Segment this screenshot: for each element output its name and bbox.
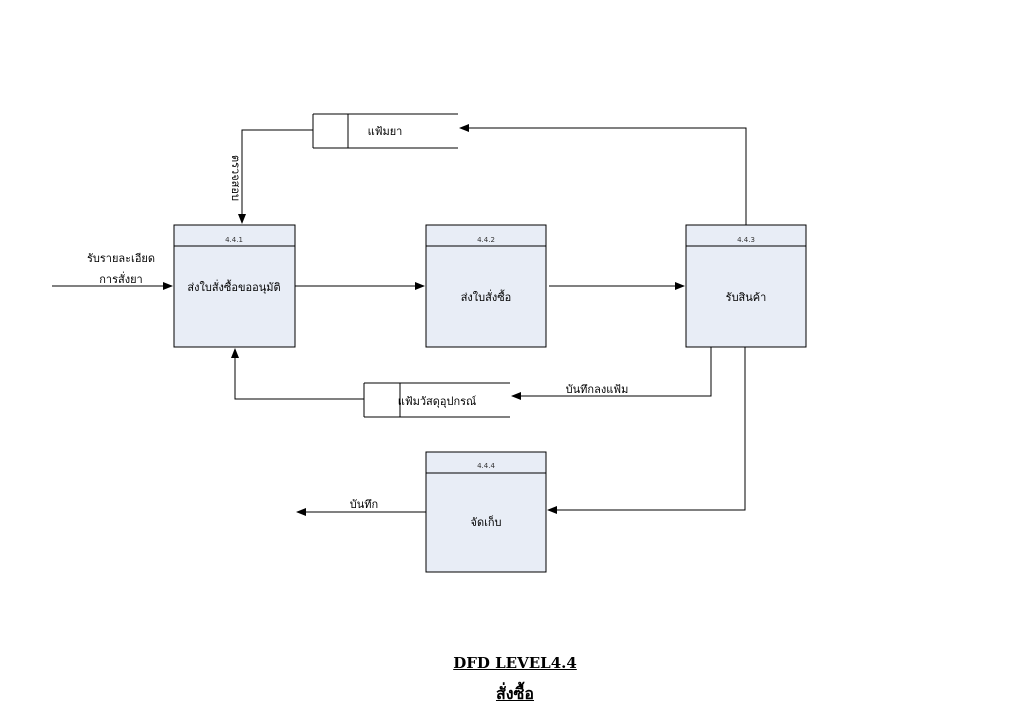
process-4-4-4-label: จัดเก็บ <box>471 515 502 529</box>
flow-order-details: รับรายละเอียด การสั่งยา <box>52 252 173 290</box>
process-4-4-3-label: รับสินค้า <box>726 291 767 304</box>
diagram-title: DFD LEVEL4.4 <box>453 654 577 672</box>
diagram-subtitle: สั่งซื้อ <box>495 684 535 703</box>
process-4-4-2-label: ส่งใบสั่งซื้อ <box>461 289 512 304</box>
flow-order-details-label-1: รับรายละเอียด <box>87 252 155 265</box>
data-store-supplies-file: แฟ้มวัสดุอุปกรณ์ <box>363 382 510 418</box>
flow-3-to-4 <box>547 347 746 514</box>
flow-supplies-to-1 <box>231 348 364 400</box>
flow-record-to-file-label: บันทึกลงแฟ้ม <box>566 383 629 396</box>
process-4-4-1-id: 4.4.1 <box>225 236 243 244</box>
data-store-drug-file-label: แฟ้มยา <box>368 125 403 138</box>
flow-3-to-drug-file <box>459 124 747 225</box>
flow-check-label: ตรวจสอบ <box>229 155 242 201</box>
process-4-4-4-id: 4.4.4 <box>477 462 495 470</box>
flow-check: ตรวจสอบ <box>229 129 313 224</box>
process-4-4-3: 4.4.3 รับสินค้า <box>685 224 807 348</box>
process-4-4-4: 4.4.4 จัดเก็บ <box>425 451 547 573</box>
data-store-supplies-file-label: แฟ้มวัสดุอุปกรณ์ <box>398 395 477 408</box>
process-4-4-3-id: 4.4.3 <box>737 236 755 244</box>
flow-record-to-file: บันทึกลงแฟ้ม <box>511 347 712 400</box>
process-4-4-2-id: 4.4.2 <box>477 236 495 244</box>
flow-record-label: บันทึก <box>350 498 378 511</box>
flow-order-details-label-2: การสั่งยา <box>99 271 142 286</box>
process-4-4-1: 4.4.1 ส่งใบสั่งซื้อขออนุมัติ <box>173 224 296 348</box>
process-4-4-1-label: ส่งใบสั่งซื้อขออนุมัติ <box>187 279 280 294</box>
process-4-4-2: 4.4.2 ส่งใบสั่งซื้อ <box>425 224 547 348</box>
data-store-drug-file: แฟ้มยา <box>312 113 458 149</box>
flow-record: บันทึก <box>296 498 426 516</box>
